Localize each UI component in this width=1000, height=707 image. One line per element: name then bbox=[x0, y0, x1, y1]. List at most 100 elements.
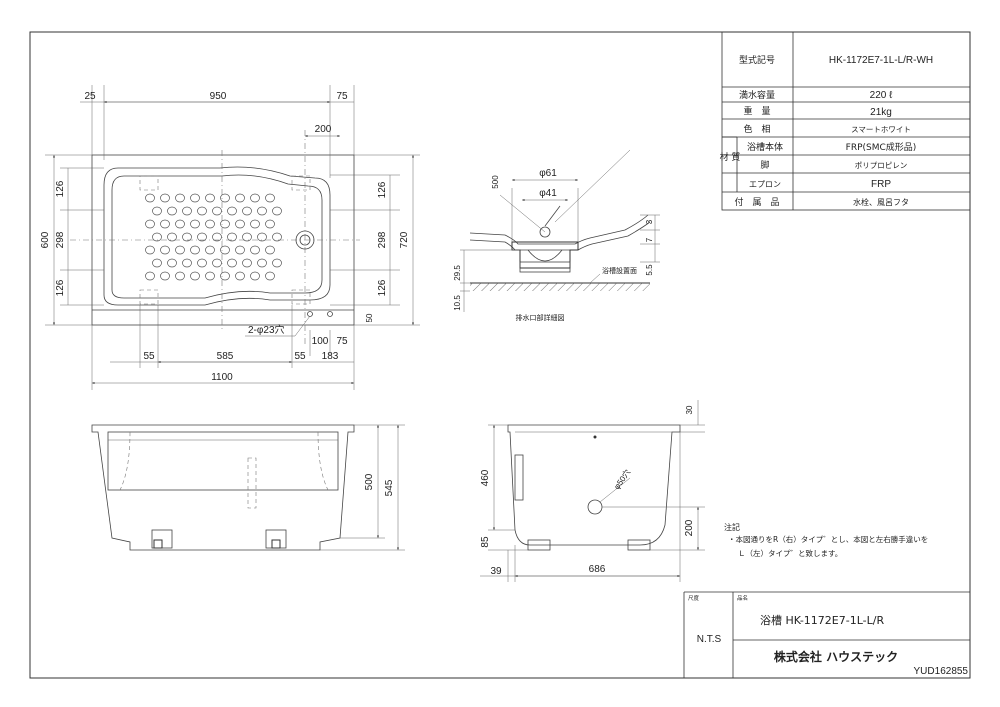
side-dim-39: 39 bbox=[490, 566, 502, 577]
anti-slip-dot bbox=[152, 232, 162, 242]
anti-slip-dot bbox=[220, 219, 230, 229]
anti-slip-dot bbox=[145, 193, 155, 203]
plan-dim-200: 200 bbox=[315, 124, 332, 135]
drain-dim-3: 3 bbox=[645, 219, 654, 224]
drain-detail: φ61 φ41 500 3 7 5.5 29.5 10.5 浴槽設置面 排水口部… bbox=[453, 149, 660, 322]
drain-phi41: φ41 bbox=[539, 188, 557, 199]
spec-table: 型式記号 HK-1172E7-1L-L/R-WH 満水容量 220 ℓ 重 量 … bbox=[720, 31, 971, 211]
anti-slip-dot bbox=[205, 271, 215, 281]
plan-dim-50: 50 bbox=[365, 313, 374, 322]
drain-dim-295: 29.5 bbox=[453, 265, 462, 281]
plan-dim-950: 950 bbox=[210, 91, 227, 102]
plan-dim-100: 100 bbox=[312, 336, 329, 347]
plan-view: 25 950 75 200 600 126 298 126 126 298 12… bbox=[40, 85, 420, 390]
front-dim-545: 545 bbox=[384, 479, 395, 496]
title-block: 尺度 N.T.S 品名 浴槽 HK-1172E7-1L-L/R 株式会社 ハウス… bbox=[683, 591, 970, 678]
scale-label: 尺度 bbox=[688, 594, 700, 602]
anti-slip-dot bbox=[242, 258, 252, 268]
anti-slip-dot bbox=[265, 271, 275, 281]
plan-dim-55a: 55 bbox=[143, 351, 155, 362]
anti-slip-dot bbox=[205, 193, 215, 203]
anti-slip-dot bbox=[212, 258, 222, 268]
side-dim-686: 686 bbox=[589, 564, 606, 575]
drain-dim-7: 7 bbox=[645, 237, 654, 242]
accessories-value: 水栓、風呂フタ bbox=[853, 197, 909, 207]
notes-title: 注記 bbox=[724, 522, 740, 532]
plan-dim-right-298: 298 bbox=[377, 231, 388, 248]
anti-slip-dot bbox=[205, 245, 215, 255]
accessories-label: 付 属 品 bbox=[734, 197, 779, 208]
body-material-value: FRP(SMC成形品) bbox=[846, 141, 917, 153]
anti-slip-dot bbox=[152, 258, 162, 268]
plan-dim-right-126a: 126 bbox=[377, 181, 388, 198]
drain-dim-105: 10.5 bbox=[453, 295, 462, 311]
side-hole-label: φ50穴 bbox=[611, 467, 632, 491]
anti-slip-dot bbox=[235, 245, 245, 255]
drain-caption: 排水口部詳細図 bbox=[516, 313, 565, 322]
plan-dim-600: 600 bbox=[40, 231, 51, 248]
legs-material-label: 脚 bbox=[760, 160, 769, 171]
apron-material-label: エプロン bbox=[749, 180, 781, 189]
side-dim-200: 200 bbox=[684, 519, 695, 536]
model-value: HK-1172E7-1L-L/R-WH bbox=[829, 55, 933, 66]
anti-slip-dot bbox=[265, 219, 275, 229]
anti-slip-dot bbox=[242, 232, 252, 242]
sheet-border bbox=[29, 31, 971, 679]
anti-slip-dot bbox=[175, 219, 185, 229]
drain-dim-55: 5.5 bbox=[645, 264, 654, 276]
capacity-value: 220 ℓ bbox=[870, 90, 893, 101]
anti-slip-dot bbox=[175, 193, 185, 203]
plan-dim-183: 183 bbox=[322, 351, 339, 362]
anti-slip-dot bbox=[182, 258, 192, 268]
anti-slip-dot bbox=[250, 245, 260, 255]
anti-slip-dot bbox=[220, 193, 230, 203]
anti-slip-dot bbox=[160, 219, 170, 229]
side-dim-460: 460 bbox=[480, 469, 491, 486]
anti-slip-dot bbox=[250, 193, 260, 203]
anti-slip-dot bbox=[145, 245, 155, 255]
anti-slip-dot bbox=[175, 271, 185, 281]
anti-slip-dot bbox=[220, 245, 230, 255]
anti-slip-dot bbox=[145, 219, 155, 229]
plan-dim-right-126b: 126 bbox=[377, 279, 388, 296]
anti-slip-dot bbox=[160, 193, 170, 203]
anti-slip-dot bbox=[160, 245, 170, 255]
anti-slip-dot bbox=[167, 258, 177, 268]
anti-slip-dot bbox=[227, 258, 237, 268]
anti-slip-dot bbox=[182, 232, 192, 242]
plan-dim-left-126b: 126 bbox=[55, 279, 66, 296]
front-dim-500: 500 bbox=[364, 473, 375, 490]
notes-line1: ・本図通りをR（右）タイプ゛とし、本図と左右勝手違いを bbox=[728, 534, 928, 544]
product-name-label: 品名 bbox=[737, 594, 748, 602]
body-material-label: 浴槽本体 bbox=[747, 141, 783, 153]
anti-slip-dot bbox=[227, 206, 237, 216]
anti-slip-dot bbox=[235, 271, 245, 281]
notes-line2: Ｌ（左）タイプ゛と致します。 bbox=[738, 548, 842, 558]
anti-slip-dot bbox=[152, 206, 162, 216]
anti-slip-dot bbox=[250, 219, 260, 229]
product-name-value: 浴槽 HK-1172E7-1L-L/R bbox=[760, 614, 884, 627]
anti-slip-dot bbox=[257, 232, 267, 242]
anti-slip-dot bbox=[190, 219, 200, 229]
legs-material-value: ポリプロピレン bbox=[855, 161, 908, 170]
anti-slip-dots bbox=[145, 193, 282, 281]
anti-slip-dot bbox=[265, 245, 275, 255]
anti-slip-dot bbox=[227, 232, 237, 242]
plan-dim-1100: 1100 bbox=[211, 372, 233, 383]
anti-slip-dot bbox=[145, 271, 155, 281]
plan-dim-55b: 55 bbox=[294, 351, 306, 362]
drain-phi61: φ61 bbox=[539, 168, 557, 179]
anti-slip-dot bbox=[250, 271, 260, 281]
plan-dim-75b: 75 bbox=[336, 336, 348, 347]
side-view: φ50穴 30 460 85 200 39 686 bbox=[480, 400, 705, 582]
side-dim-85: 85 bbox=[480, 536, 491, 548]
anti-slip-dot bbox=[190, 193, 200, 203]
anti-slip-dot bbox=[175, 245, 185, 255]
anti-slip-dot bbox=[212, 232, 222, 242]
color-value: スマートホワイト bbox=[851, 125, 911, 134]
anti-slip-dot bbox=[197, 206, 207, 216]
anti-slip-dot bbox=[220, 271, 230, 281]
anti-slip-dot bbox=[182, 206, 192, 216]
anti-slip-dot bbox=[235, 193, 245, 203]
plan-dim-75: 75 bbox=[336, 91, 348, 102]
